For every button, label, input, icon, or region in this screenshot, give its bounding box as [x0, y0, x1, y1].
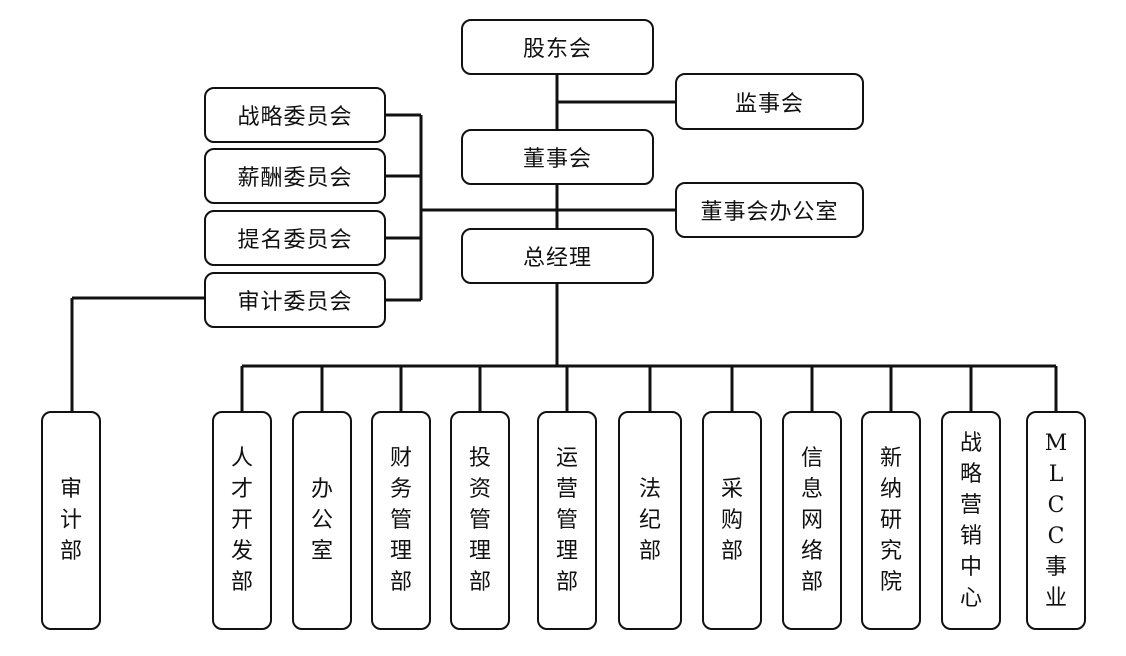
dept-box: 战略营销中心: [941, 411, 1001, 630]
committee-label: 审计委员会: [237, 290, 353, 315]
dept-box: 信息网络部: [782, 411, 842, 630]
committee-label: 薪酬委员会: [237, 166, 353, 191]
board-office-box: 董事会办公室: [675, 182, 864, 238]
dept-label: 财务管理部: [389, 446, 412, 595]
dept-label: 办公室: [310, 477, 333, 564]
dept-label: 人才开发部: [230, 446, 253, 595]
dept-label: 运营管理部: [555, 446, 578, 595]
gm-box: 总经理: [461, 228, 654, 284]
dept-label: 法纪部: [638, 477, 661, 564]
dept-box: 投资管理部: [450, 411, 510, 630]
dept-label: 投资管理部: [468, 446, 491, 595]
dept-box: 财务管理部: [371, 411, 431, 630]
committee-strategy: 战略委员会: [204, 87, 386, 143]
dept-box: 新纳研究院: [861, 411, 921, 630]
committee-nomination: 提名委员会: [204, 210, 386, 266]
shareholders-label: 股东会: [522, 37, 592, 62]
audit-dept-label: 审计部: [59, 477, 82, 564]
dept-box: 采购部: [702, 411, 762, 630]
dept-label: MLCC事业: [1044, 430, 1068, 611]
shareholders-box: 股东会: [461, 19, 654, 75]
dept-box: 办公室: [292, 411, 352, 630]
dept-label: 新纳研究院: [879, 446, 902, 595]
dept-box: 法纪部: [618, 411, 682, 630]
supervisors-box: 监事会: [675, 73, 864, 130]
dept-label: 信息网络部: [800, 446, 823, 595]
board-office-label: 董事会办公室: [700, 200, 839, 225]
dept-label: 采购部: [720, 477, 743, 564]
committee-label: 提名委员会: [237, 228, 353, 253]
committee-audit: 审计委员会: [204, 272, 386, 328]
dept-box: MLCC事业: [1026, 411, 1086, 630]
board-label: 董事会: [522, 147, 592, 172]
committee-compensation: 薪酬委员会: [204, 148, 386, 204]
dept-box: 人才开发部: [212, 411, 272, 630]
committee-label: 战略委员会: [237, 105, 353, 130]
audit-dept-box: 审计部: [41, 411, 101, 630]
dept-box: 运营管理部: [537, 411, 597, 630]
gm-label: 总经理: [522, 246, 592, 271]
dept-label: 战略营销中心: [959, 430, 982, 611]
supervisors-label: 监事会: [734, 91, 804, 117]
board-box: 董事会: [461, 129, 654, 185]
